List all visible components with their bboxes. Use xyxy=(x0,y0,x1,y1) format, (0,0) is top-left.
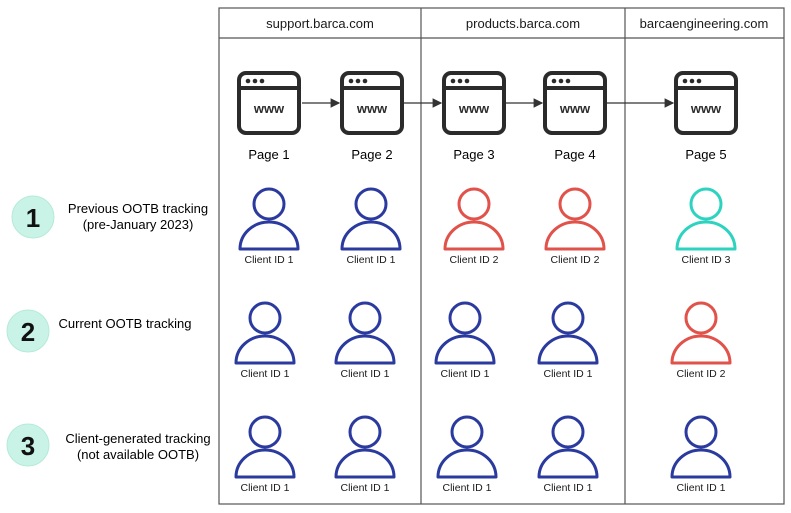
person-body-icon xyxy=(334,448,396,479)
client-id-label: Client ID 1 xyxy=(240,368,289,380)
client-person: Client ID 2 xyxy=(670,301,732,380)
column-headers: support.barca.com products.barca.com bar… xyxy=(266,16,768,31)
person-body-icon xyxy=(675,220,737,251)
person-body-icon xyxy=(434,334,496,365)
row-1-label: 1 Previous OOTB tracking (pre-January 20… xyxy=(11,195,208,239)
person-icon xyxy=(248,301,282,335)
row-label-line: (not available OOTB) xyxy=(77,447,199,462)
person-body-icon xyxy=(670,334,732,365)
client-person: Client ID 1 xyxy=(436,415,498,494)
client-id-label: Client ID 1 xyxy=(240,482,289,494)
person-icon xyxy=(448,301,482,335)
person-icon xyxy=(354,187,388,221)
client-id-label: Client ID 1 xyxy=(440,368,489,380)
row-number-badge xyxy=(6,423,50,467)
client-id-grid: Client ID 1 Client ID 1 Client ID 2 Client … xyxy=(234,187,737,494)
client-person: Client ID 1 xyxy=(537,415,599,494)
row-label-line: Current OOTB tracking xyxy=(59,316,192,331)
column-header-engineering: barcaengineering.com xyxy=(640,16,769,31)
client-id-label: Client ID 3 xyxy=(681,254,730,266)
page-icons: www Page 1 www Page 2 www Page 3 www Pag… xyxy=(237,71,738,162)
browser-www-text: www xyxy=(458,101,490,116)
person-icon xyxy=(684,301,718,335)
person-icon xyxy=(689,187,723,221)
client-id-label: Client ID 1 xyxy=(340,368,389,380)
person-body-icon xyxy=(537,334,599,365)
browser-www-text: www xyxy=(559,101,591,116)
column-header-support: support.barca.com xyxy=(266,16,374,31)
person-icon xyxy=(684,415,718,449)
person-icon xyxy=(457,187,491,221)
client-person: Client ID 1 xyxy=(537,301,599,380)
page-5: www Page 5 xyxy=(674,71,738,162)
row-number-badge xyxy=(6,309,50,353)
browser-www-text: www xyxy=(356,101,388,116)
client-id-label: Client ID 2 xyxy=(550,254,599,266)
row-number-badge xyxy=(11,195,55,239)
client-id-label: Client ID 2 xyxy=(449,254,498,266)
page-2: www Page 2 xyxy=(340,71,404,162)
person-body-icon xyxy=(436,448,498,479)
person-body-icon xyxy=(670,448,732,479)
page-label: Page 4 xyxy=(554,147,595,162)
person-icon xyxy=(450,415,484,449)
person-body-icon xyxy=(234,448,296,479)
person-icon xyxy=(252,187,286,221)
row-number: 2 xyxy=(21,317,35,347)
client-person: Client ID 1 xyxy=(670,415,732,494)
person-icon xyxy=(558,187,592,221)
client-person: Client ID 1 xyxy=(334,415,396,494)
person-body-icon xyxy=(238,220,300,251)
client-person: Client ID 1 xyxy=(434,301,496,380)
row-number: 1 xyxy=(26,203,40,233)
person-icon xyxy=(551,415,585,449)
page-label: Page 1 xyxy=(248,147,289,162)
grid-outline xyxy=(218,7,785,505)
client-id-label: Client ID 1 xyxy=(543,368,592,380)
client-id-label: Client ID 1 xyxy=(346,254,395,266)
browser-www-text: www xyxy=(690,101,722,116)
page-label: Page 3 xyxy=(453,147,494,162)
client-id-label: Client ID 1 xyxy=(442,482,491,494)
page-label: Page 2 xyxy=(351,147,392,162)
person-body-icon xyxy=(334,334,396,365)
client-id-label: Client ID 1 xyxy=(543,482,592,494)
client-person: Client ID 1 xyxy=(234,415,296,494)
client-person: Client ID 1 xyxy=(334,301,396,380)
row-label-line: Previous OOTB tracking xyxy=(68,201,208,216)
page-1: www Page 1 xyxy=(237,71,301,162)
person-body-icon xyxy=(340,220,402,251)
row-2-label: 2 Current OOTB tracking xyxy=(6,309,192,353)
client-id-label: Client ID 1 xyxy=(340,482,389,494)
row-number: 3 xyxy=(21,431,35,461)
person-icon xyxy=(248,415,282,449)
column-grid xyxy=(218,7,785,505)
client-person: Client ID 1 xyxy=(234,301,296,380)
column-header-products: products.barca.com xyxy=(466,16,580,31)
page-3: www Page 3 xyxy=(442,71,506,162)
browser-www-text: www xyxy=(253,101,285,116)
client-id-label: Client ID 1 xyxy=(244,254,293,266)
client-person: Client ID 1 xyxy=(238,187,300,266)
person-body-icon xyxy=(537,448,599,479)
client-person: Client ID 2 xyxy=(544,187,606,266)
person-body-icon xyxy=(234,334,296,365)
person-body-icon xyxy=(544,220,606,251)
client-id-label: Client ID 2 xyxy=(676,368,725,380)
person-icon xyxy=(551,301,585,335)
page-4: www Page 4 xyxy=(543,71,607,162)
person-body-icon xyxy=(443,220,505,251)
row-labels: 1 Previous OOTB tracking (pre-January 20… xyxy=(6,195,211,467)
client-person: Client ID 1 xyxy=(340,187,402,266)
person-icon xyxy=(348,301,382,335)
page-label: Page 5 xyxy=(685,147,726,162)
row-3-label: 3 Client-generated tracking (not availab… xyxy=(6,423,211,467)
person-icon xyxy=(348,415,382,449)
client-person: Client ID 2 xyxy=(443,187,505,266)
client-person: Client ID 3 xyxy=(675,187,737,266)
row-label-line: Client-generated tracking xyxy=(65,431,210,446)
client-id-label: Client ID 1 xyxy=(676,482,725,494)
row-label-line: (pre-January 2023) xyxy=(83,217,194,232)
